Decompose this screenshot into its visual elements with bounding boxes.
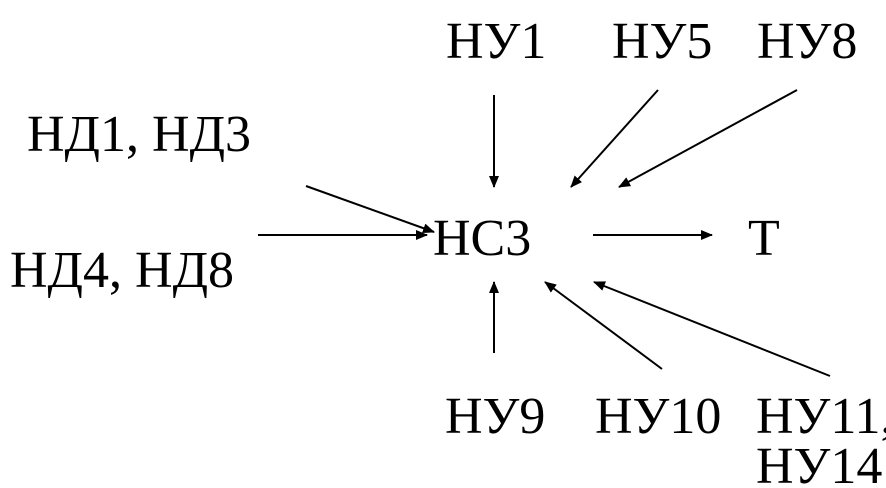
arrow-nu5-to-ns3	[570, 89, 659, 188]
arrow-nd1-nd3-to-ns3	[305, 185, 435, 233]
node-nu10: НУ10	[595, 388, 721, 445]
node-nu11: НУ11,	[756, 388, 886, 445]
node-nu8: НУ8	[757, 13, 857, 70]
node-nu9: НУ9	[445, 388, 545, 445]
node-nu1: НУ1	[446, 13, 546, 70]
node-nd4-nd8: НД4, НД8	[10, 242, 234, 299]
arrow-nu8-to-ns3	[618, 89, 798, 188]
node-nu14: НУ14	[756, 438, 882, 488]
arrow-nu10-to-ns3	[544, 281, 663, 370]
node-nd1-nd3: НД1, НД3	[27, 106, 251, 163]
node-nu5: НУ5	[612, 13, 712, 70]
node-target-t: Т	[748, 210, 780, 267]
node-center-ns3: НС3	[433, 210, 531, 267]
arrow-nu11-nu14-to-ns3	[593, 281, 831, 377]
